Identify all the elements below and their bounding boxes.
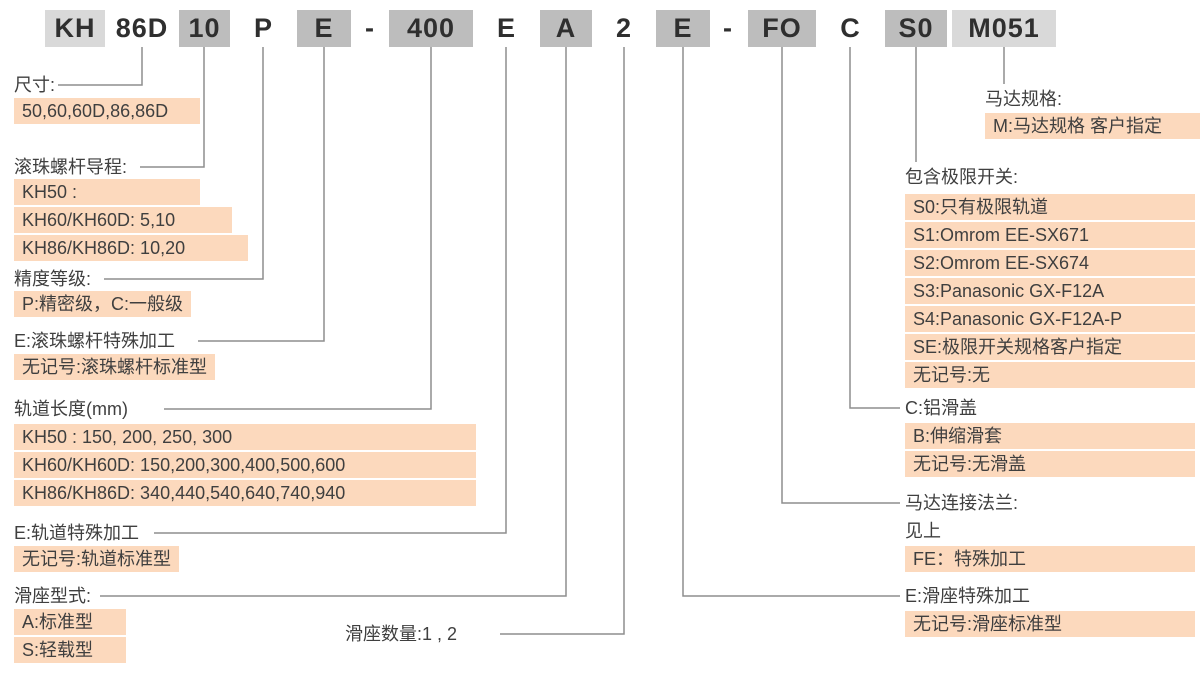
code-segment-limit-switch: S0 bbox=[885, 10, 947, 47]
ball-screw-lead-option: KH60/KH60D: 5,10 bbox=[14, 207, 232, 233]
slider-special-value: 无记号:滑座标准型 bbox=[905, 611, 1195, 637]
code-separator-1: - bbox=[365, 13, 375, 43]
motor-flange-note: 见上 bbox=[905, 521, 941, 541]
ball-screw-special-value: 无记号:滚珠螺杆标准型 bbox=[14, 354, 215, 380]
limit-switch-option: S2:Omrom EE-SX674 bbox=[905, 250, 1195, 276]
limit-switch-option: SE:极限开关规格客户指定 bbox=[905, 334, 1195, 360]
rail-length-option: KH60/KH60D: 150,200,300,400,500,600 bbox=[14, 452, 476, 478]
code-segment-motor: M051 bbox=[952, 10, 1056, 47]
ball-screw-special-label: E:滚珠螺杆特殊加工 bbox=[14, 331, 176, 351]
code-separator-2: - bbox=[723, 13, 733, 43]
limit-switch-option: 无记号:无 bbox=[905, 362, 1195, 388]
cover-label: C:铝滑盖 bbox=[905, 398, 977, 418]
limit-switch-option: S3:Panasonic GX-F12A bbox=[905, 278, 1195, 304]
code-segment-slider-count: 2 bbox=[615, 13, 633, 43]
code-segment-series: KH bbox=[45, 10, 105, 47]
rail-length-option: KH86/KH86D: 340,440,540,640,740,940 bbox=[14, 480, 476, 506]
code-segment-rail-length: 400 bbox=[389, 10, 473, 47]
code-segment-cover: C bbox=[840, 13, 861, 43]
ball-screw-lead-label: 滚珠螺杆导程: bbox=[14, 157, 128, 177]
slider-type-option: S:轻载型 bbox=[14, 637, 126, 663]
rail-length-label: 轨道长度(mm) bbox=[14, 399, 128, 419]
code-segment-slider-special: E bbox=[656, 10, 710, 47]
cover-option: 无记号:无滑盖 bbox=[905, 451, 1195, 477]
code-segment-screw-special: E bbox=[297, 10, 351, 47]
size-values: 50,60,60D,86,86D bbox=[14, 98, 200, 124]
motor-flange-value: FE：特殊加工 bbox=[905, 546, 1195, 572]
slider-type-label: 滑座型式: bbox=[14, 586, 92, 606]
motor-spec-label: 马达规格: bbox=[985, 89, 1063, 109]
ball-screw-lead-option: KH86/KH86D: 10,20 bbox=[14, 235, 248, 261]
code-segment-lead: 10 bbox=[179, 10, 230, 47]
code-segment-accuracy: P bbox=[253, 13, 273, 43]
accuracy-values: P:精密级，C:一般级 bbox=[14, 291, 192, 317]
rail-length-option: KH50 : 150, 200, 250, 300 bbox=[14, 424, 476, 450]
limit-switch-option: S4:Panasonic GX-F12A-P bbox=[905, 306, 1195, 332]
slider-special-label: E:滑座特殊加工 bbox=[905, 586, 1031, 606]
limit-switch-option: S1:Omrom EE-SX671 bbox=[905, 222, 1195, 248]
slider-count-label: 滑座数量:1 , 2 bbox=[345, 624, 458, 644]
motor-spec-value: M:马达规格 客户指定 bbox=[985, 113, 1200, 139]
code-segment-flange: FO bbox=[748, 10, 816, 47]
limit-switch-label: 包含极限开关: bbox=[905, 167, 1019, 187]
slider-type-option: A:标准型 bbox=[14, 609, 126, 635]
rail-special-label: E:轨道特殊加工 bbox=[14, 523, 140, 543]
code-segment-slider-type: A bbox=[540, 10, 592, 47]
rail-special-value: 无记号:轨道标准型 bbox=[14, 546, 180, 572]
motor-flange-label: 马达连接法兰: bbox=[905, 493, 1019, 513]
ball-screw-lead-option: KH50 : bbox=[14, 179, 200, 205]
size-label: 尺寸: bbox=[14, 75, 56, 95]
code-segment-size: 86D bbox=[115, 13, 169, 43]
accuracy-label: 精度等级: bbox=[14, 269, 92, 289]
code-segment-rail-special: E bbox=[496, 13, 516, 43]
cover-option: B:伸缩滑套 bbox=[905, 423, 1195, 449]
limit-switch-option: S0:只有极限轨道 bbox=[905, 194, 1195, 220]
